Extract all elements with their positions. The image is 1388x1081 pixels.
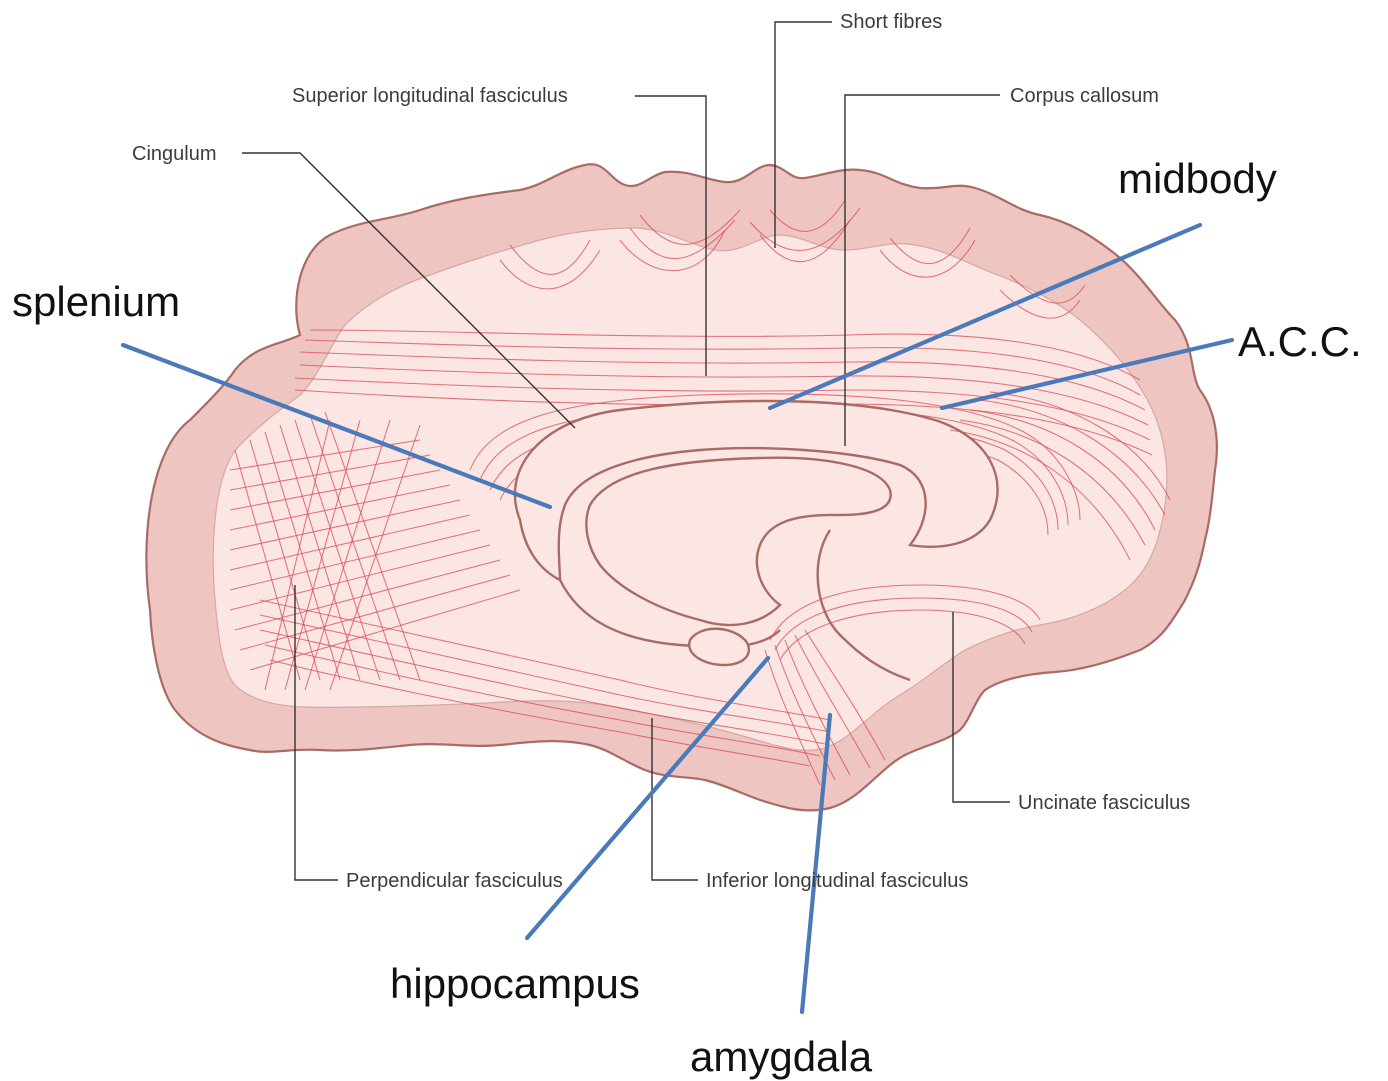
superior-longitudinal-fasciculus-label: Superior longitudinal fasciculus [292, 85, 568, 107]
uncinate-fasciculus-label: Uncinate fasciculus [1018, 792, 1190, 814]
perpendicular-fasciculus-label: Perpendicular fasciculus [346, 870, 563, 892]
midbody-label: midbody [1118, 155, 1277, 202]
splenium-label: splenium [12, 278, 180, 325]
inferior-longitudinal-fasciculus-label: Inferior longitudinal fasciculus [706, 870, 968, 892]
hippocampus-label: hippocampus [390, 960, 640, 1007]
amygdala-label: amygdala [690, 1033, 873, 1080]
short-fibres-label: Short fibres [840, 11, 942, 33]
acc-label: A.C.C. [1238, 318, 1362, 365]
corpus-callosum-label: Corpus callosum [1010, 85, 1159, 107]
cingulum-label: Cingulum [132, 143, 216, 165]
